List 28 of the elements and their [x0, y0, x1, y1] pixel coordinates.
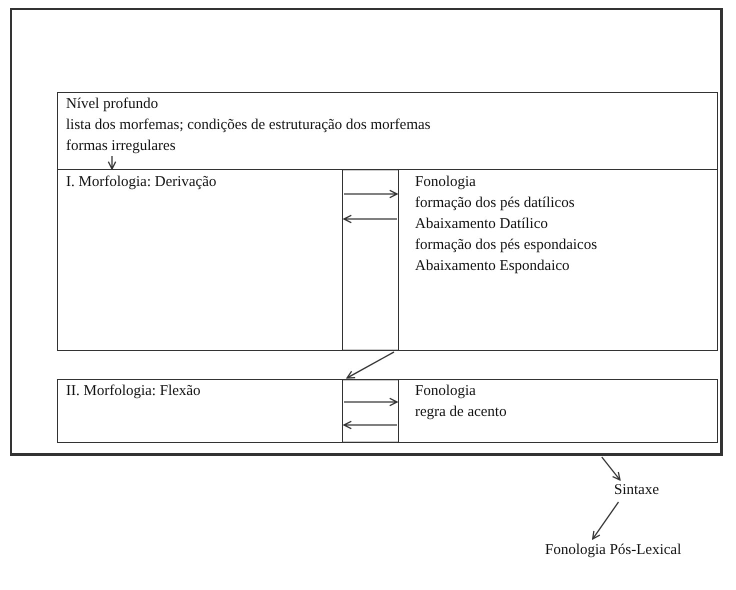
text-line: Sintaxe	[614, 481, 659, 500]
heading: Fonologia	[415, 382, 477, 401]
text-line: Abaixamento Datílico	[415, 215, 549, 234]
text-line: Abaixamento Espondaico	[415, 257, 571, 276]
text-box	[57, 92, 718, 170]
text-line: II. Morfologia: Flexão	[66, 382, 202, 401]
text-box	[398, 379, 718, 443]
arrow	[343, 214, 397, 224]
text-line: formação dos pés espondaicos	[415, 236, 598, 255]
arrow	[344, 398, 398, 406]
text-line: formas irregulares	[66, 137, 177, 156]
text-line: formação dos pés datílicos	[415, 194, 576, 213]
arrow	[344, 190, 398, 198]
heading: Fonologia	[415, 173, 477, 192]
heading: Nível profundo	[66, 95, 160, 114]
text-box	[57, 169, 343, 351]
arrow	[601, 456, 621, 481]
arrow	[343, 420, 397, 430]
text-line: regra de acento	[415, 403, 508, 422]
arrow	[108, 156, 116, 170]
text-line: lista dos morfemas; condições de estruturação dos morfemas	[66, 116, 432, 135]
text-line: Fonologia Pós-Lexical	[545, 541, 682, 560]
arrow	[346, 351, 394, 379]
frame-box	[10, 8, 723, 456]
text-line: I. Morfologia: Derivação	[66, 173, 218, 192]
text-box	[398, 169, 718, 351]
arrow	[592, 502, 620, 540]
text-box	[57, 379, 343, 443]
